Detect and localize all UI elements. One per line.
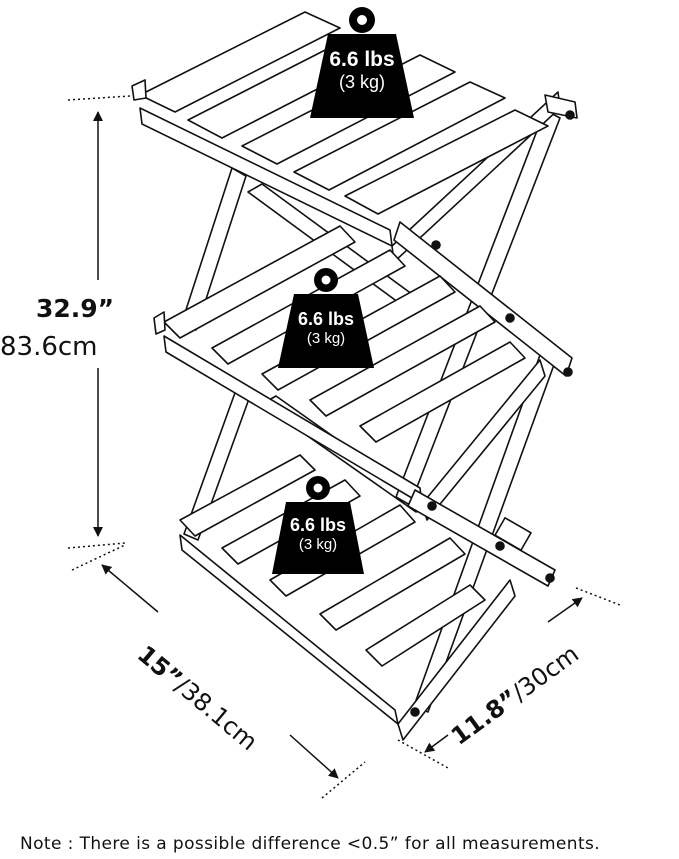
weight-kg: (3 kg) xyxy=(298,535,338,553)
width-dimension-line xyxy=(71,544,366,799)
height-dimension-line xyxy=(67,95,131,549)
measurement-note: Note : There is a possible difference <0… xyxy=(20,834,601,854)
weight-kg: (3 kg) xyxy=(306,329,346,347)
weight-lbs: 6.6 lbs xyxy=(297,309,355,329)
front-rail-top xyxy=(393,110,575,377)
depth-dimension-line xyxy=(397,587,621,769)
weight-label-middle: 6.6 lbs (3 kg) xyxy=(266,309,386,347)
weight-icon-bottom xyxy=(272,476,364,574)
weight-lbs: 6.6 lbs xyxy=(329,48,395,71)
height-inches: 32.9” xyxy=(36,294,115,323)
weight-kg: (3 kg) xyxy=(338,72,385,93)
weight-label-bottom: 6.6 lbs (3 kg) xyxy=(258,515,378,553)
height-centimeters: 83.6cm xyxy=(0,332,98,362)
weight-label-top: 6.6 lbs (3 kg) xyxy=(302,48,422,93)
bottom-shelf xyxy=(179,454,516,741)
front-rail-middle xyxy=(407,489,556,587)
weight-lbs: 6.6 lbs xyxy=(289,515,347,535)
weight-icon-top xyxy=(310,7,414,118)
weight-icon-middle xyxy=(278,268,374,368)
